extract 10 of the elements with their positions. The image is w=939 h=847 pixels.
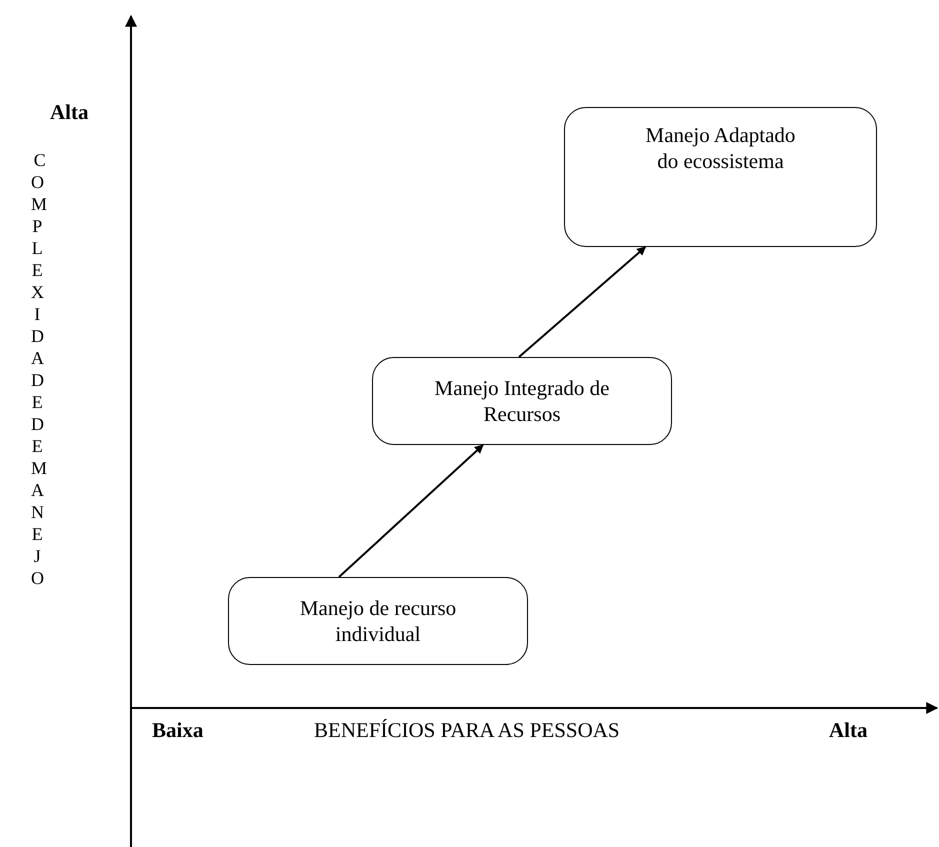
rounded-box: Manejo de recurso individual: [228, 577, 528, 665]
axis-title: COMPLEXIDADE DE MANEJO: [31, 149, 49, 589]
axis-level-label: Alta: [829, 718, 868, 743]
axis-level-label: Baixa: [152, 718, 204, 743]
axis-title: BENEFÍCIOS PARA AS PESSOAS: [314, 718, 620, 743]
rounded-box: Manejo Adaptado do ecossistema: [564, 107, 877, 247]
rounded-box: Manejo Integrado de Recursos: [372, 357, 672, 445]
arrow: [518, 246, 646, 358]
axis-level-label: Alta: [50, 100, 88, 125]
arrow: [338, 444, 484, 578]
